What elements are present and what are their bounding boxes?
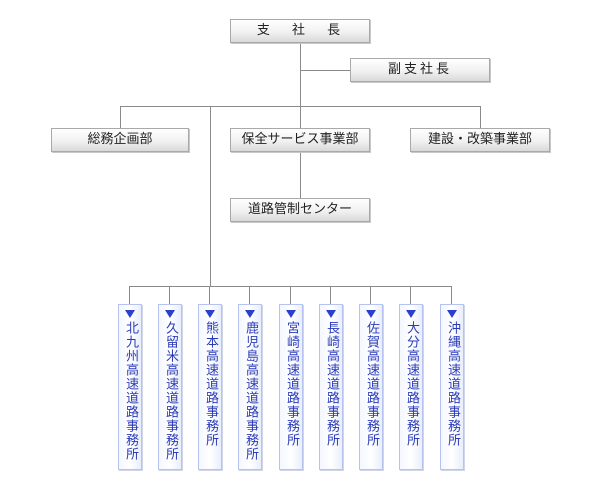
office-name: 宮崎高速道路事務所 xyxy=(284,321,299,447)
department-general-affairs-box: 総務企画部 xyxy=(51,128,189,152)
office-name: 佐賀高速道路事務所 xyxy=(364,321,379,447)
connector-office-2 xyxy=(169,286,170,304)
arrow-down-icon xyxy=(326,310,336,318)
connector-office-1 xyxy=(129,286,130,304)
arrow-down-icon xyxy=(245,310,255,318)
arrow-down-icon xyxy=(406,310,416,318)
department-construction-renovation-box: 建設・改築事業部 xyxy=(410,128,550,152)
office-kagoshima: 鹿児島高速道路事務所 xyxy=(238,304,262,470)
connector-vice-president xyxy=(300,70,350,71)
connector-president-trunk xyxy=(300,42,301,106)
office-name: 沖縄高速道路事務所 xyxy=(445,321,460,447)
office-name: 久留米高速道路事務所 xyxy=(163,321,178,461)
office-miyazaki: 宮崎高速道路事務所 xyxy=(279,304,303,470)
connector-general-affairs xyxy=(120,106,121,128)
office-name: 熊本高速道路事務所 xyxy=(203,321,218,447)
office-nagasaki: 長崎高速道路事務所 xyxy=(319,304,343,470)
connector-office-7 xyxy=(370,286,371,304)
arrow-down-icon xyxy=(165,310,175,318)
traffic-control-center-box: 道路管制センター xyxy=(230,198,370,222)
office-oita: 大分高速道路事務所 xyxy=(399,304,423,470)
connector-office-4 xyxy=(249,286,250,304)
connector-office-trunk xyxy=(210,106,211,286)
connector-traffic-center xyxy=(300,152,301,198)
connector-office-8 xyxy=(410,286,411,304)
office-name: 北九州高速道路事務所 xyxy=(123,321,138,461)
connector-maintenance xyxy=(300,106,301,128)
vice-president-box: 副支社長 xyxy=(350,58,490,82)
connector-office-6 xyxy=(330,286,331,304)
office-name: 鹿児島高速道路事務所 xyxy=(243,321,258,461)
arrow-down-icon xyxy=(447,310,457,318)
department-maintenance-services-box: 保全サービス事業部 xyxy=(230,128,370,152)
office-okinawa: 沖縄高速道路事務所 xyxy=(440,304,464,470)
office-kumamoto: 熊本高速道路事務所 xyxy=(198,304,222,470)
connector-construction xyxy=(480,106,481,128)
office-name: 長崎高速道路事務所 xyxy=(324,321,339,447)
arrow-down-icon xyxy=(205,310,215,318)
arrow-down-icon xyxy=(366,310,376,318)
arrow-down-icon xyxy=(125,310,135,318)
office-name: 大分高速道路事務所 xyxy=(404,321,419,447)
office-saga: 佐賀高速道路事務所 xyxy=(359,304,383,470)
connector-office-9 xyxy=(451,286,452,304)
office-kitakyushu: 北九州高速道路事務所 xyxy=(118,304,142,470)
arrow-down-icon xyxy=(286,310,296,318)
connector-office-5 xyxy=(290,286,291,304)
office-kurume: 久留米高速道路事務所 xyxy=(158,304,182,470)
connector-office-3 xyxy=(209,286,210,304)
president-box: 支 社 長 xyxy=(230,19,370,43)
